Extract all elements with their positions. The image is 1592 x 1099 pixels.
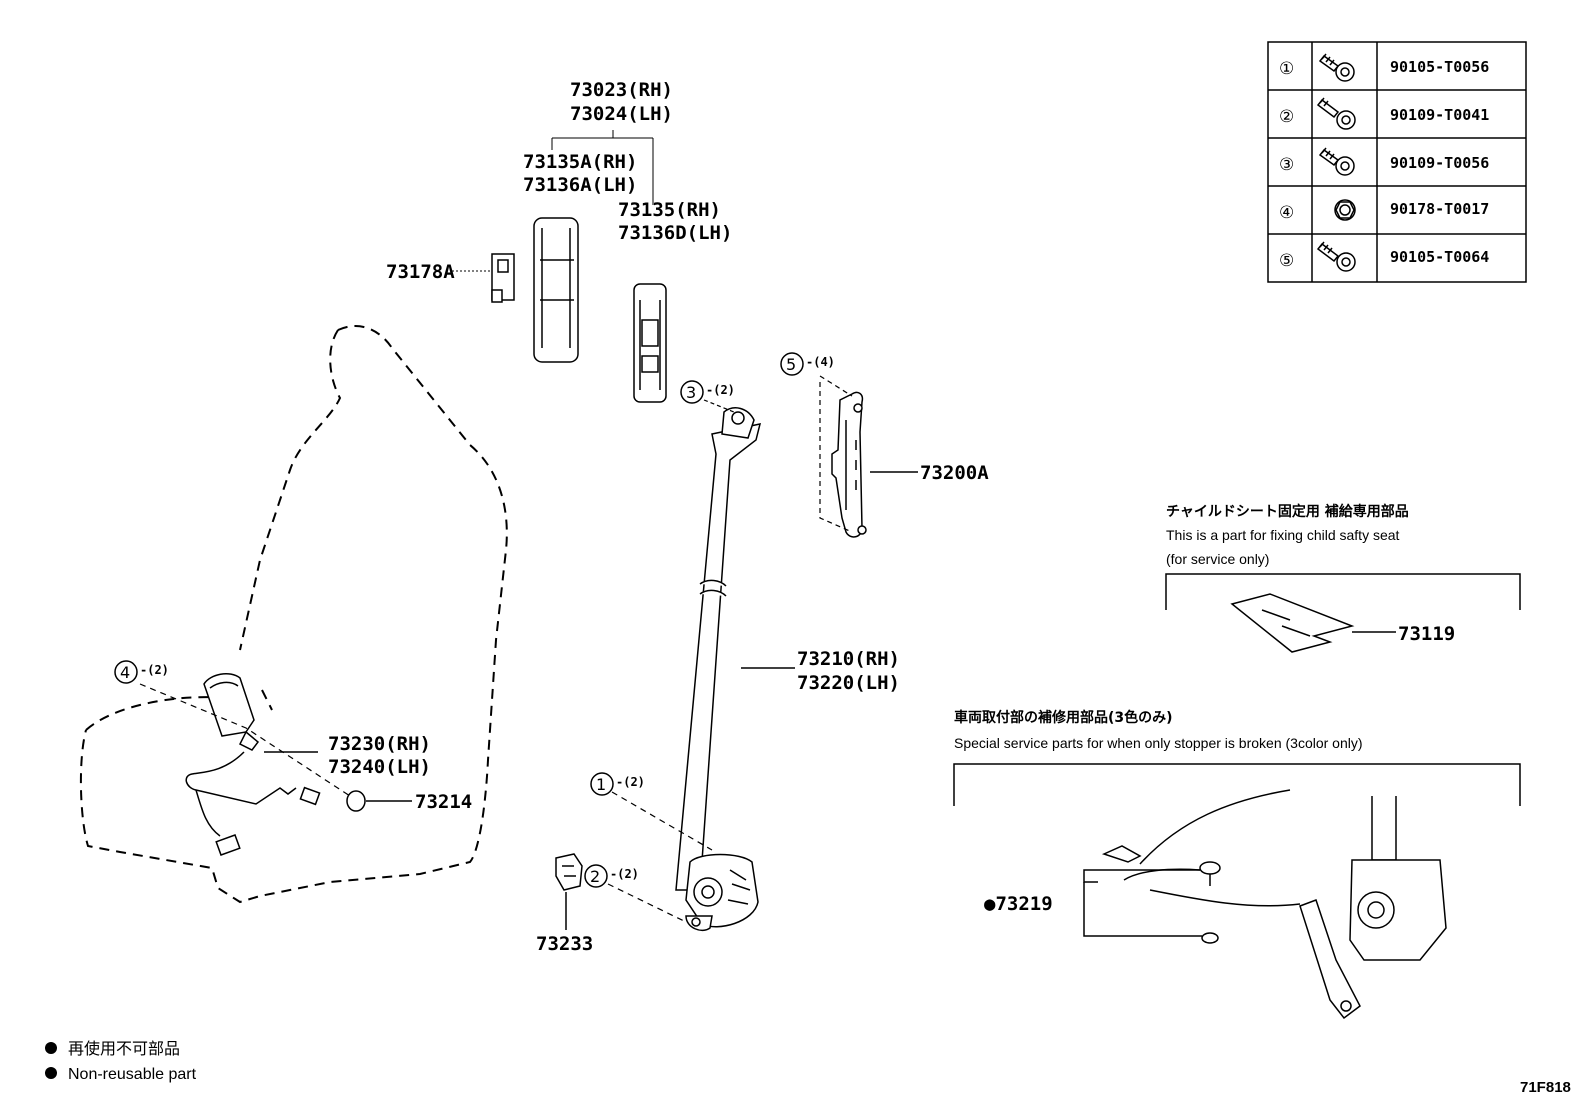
table-row-part: 90105-T0056	[1390, 58, 1489, 76]
dashed-guide-3	[703, 399, 735, 413]
callout-2: 2	[584, 864, 608, 888]
hex-flange-bolt-icon	[1318, 147, 1355, 176]
label-73200a: 73200A	[920, 462, 989, 484]
callout-4: 4	[114, 660, 138, 684]
dashed-guide-73200a	[819, 375, 853, 533]
label-73210: 73210(RH)	[797, 648, 900, 670]
note-child-en-2: (for service only)	[1166, 551, 1269, 567]
table-row-part: 90109-T0041	[1390, 106, 1489, 124]
label-73240: 73240(LH)	[328, 756, 431, 778]
legend-en: Non-reusable part	[68, 1066, 197, 1083]
stopper-bracket-box	[953, 763, 1521, 806]
label-73178a: 73178A	[386, 261, 455, 283]
seat-outline	[79, 325, 508, 904]
table-row-num: ④	[1279, 203, 1294, 223]
fastener-table	[1267, 41, 1527, 283]
leader-73219	[1083, 869, 1202, 937]
note-child-jp: チャイルドシート固定用 補給専用部品	[1166, 503, 1409, 520]
label-73219: ●73219	[984, 893, 1053, 915]
part-73119-plate	[1230, 593, 1355, 653]
callout-3: 3	[680, 380, 704, 404]
callout-qty: -(4)	[806, 355, 835, 369]
non-reusable-bullet-icon	[45, 1042, 57, 1054]
part-73233-cover	[555, 853, 583, 891]
label-bracket-73023	[551, 130, 654, 205]
label-73214: 73214	[415, 791, 472, 813]
child-seat-bracket-box	[1165, 573, 1521, 610]
callout-number: 3	[686, 383, 696, 402]
table-row-num: ①	[1279, 59, 1294, 79]
callout-1: 1	[590, 772, 614, 796]
shoulder-bolt-icon	[1316, 97, 1356, 130]
label-73023: 73023(RH)	[570, 79, 673, 101]
label-73024: 73024(LH)	[570, 103, 673, 125]
callout-qty: -(2)	[610, 867, 639, 881]
table-row-part: 90178-T0017	[1390, 200, 1489, 218]
part-73214-ring	[346, 790, 366, 812]
part-73200a-adjuster	[831, 391, 867, 538]
table-row-num: ⑤	[1279, 251, 1294, 271]
hex-flange-bolt-icon	[1318, 53, 1355, 82]
dashed-guide-2	[607, 883, 687, 923]
dashed-guide-1	[611, 791, 713, 851]
part-73178a-bracket	[491, 253, 515, 303]
part-73135-cover	[633, 283, 667, 403]
note-stopper-en: Special service parts for when only stop…	[954, 735, 1363, 751]
callout-number: 2	[590, 867, 600, 886]
callout-qty: -(2)	[706, 383, 735, 397]
label-73136a: 73136A(LH)	[523, 174, 637, 196]
callout-number: 4	[120, 663, 130, 682]
table-row-num: ③	[1279, 155, 1294, 175]
callout-qty: -(2)	[616, 775, 645, 789]
callout-number: 1	[596, 775, 606, 794]
dashed-guide-4	[139, 683, 351, 797]
part-73210-seat-belt	[675, 407, 762, 932]
callout-5: 5	[780, 352, 804, 376]
label-73233: 73233	[536, 933, 593, 955]
legend-jp: 再使用不可部品	[68, 1040, 180, 1058]
callout-number: 5	[786, 355, 796, 374]
part-73230-buckle	[185, 672, 321, 856]
label-73135a: 73135A(RH)	[523, 151, 637, 173]
hex-flange-bolt-icon	[1316, 241, 1356, 272]
table-row-num: ②	[1279, 107, 1294, 127]
label-73135: 73135(RH)	[618, 199, 721, 221]
stopper-assembly	[1101, 789, 1447, 1020]
note-child-en: This is a part for fixing child safty se…	[1166, 527, 1400, 543]
label-73230: 73230(RH)	[328, 733, 431, 755]
label-73136d: 73136D(LH)	[618, 222, 732, 244]
part-73135a-cover	[533, 217, 579, 363]
note-stopper-jp: 車両取付部の補修用部品(3色のみ)	[954, 709, 1173, 726]
label-73220: 73220(LH)	[797, 672, 900, 694]
hex-nut-icon	[1334, 199, 1356, 221]
table-row-part: 90109-T0056	[1390, 154, 1489, 172]
table-row-part: 90105-T0064	[1390, 248, 1489, 266]
label-73119: 73119	[1398, 623, 1455, 645]
figure-code: 71F818	[1520, 1079, 1571, 1096]
callout-qty: -(2)	[140, 663, 169, 677]
non-reusable-bullet-icon	[45, 1067, 57, 1079]
